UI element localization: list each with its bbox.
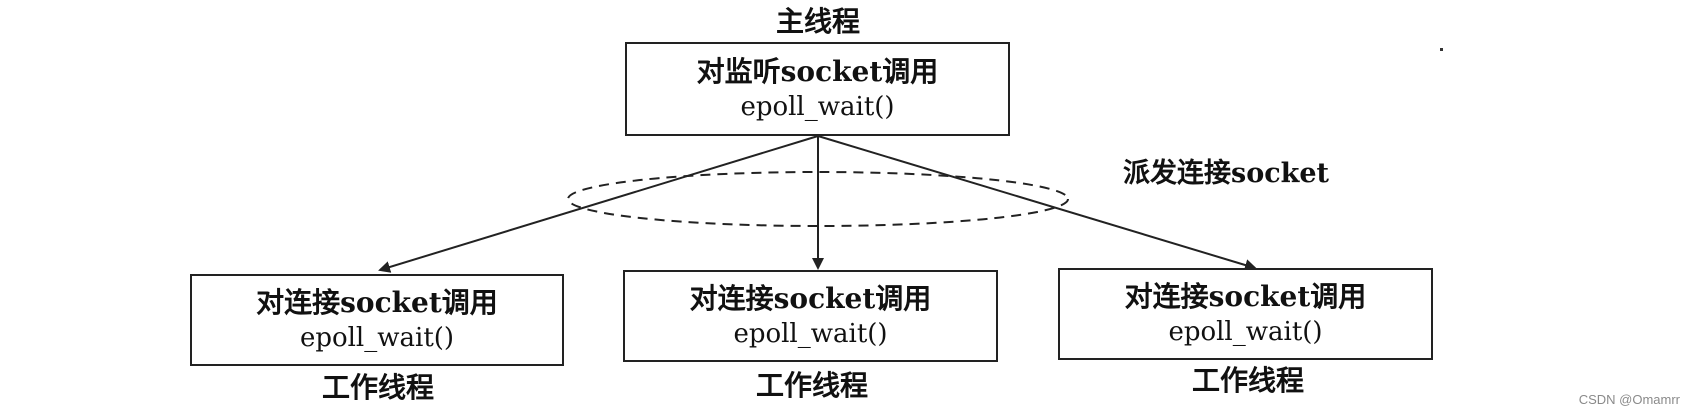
dispatch-label: 派发连接socket (1123, 158, 1330, 189)
worker-box-2: 对连接socket调用 epoll_wait() (623, 270, 998, 362)
main-thread-box: 对监听socket调用 epoll_wait() (625, 42, 1010, 136)
worker-3-line1: 对连接socket调用 (1124, 280, 1367, 313)
worker-3-caption: 工作线程 (1191, 364, 1304, 397)
arrow-to-worker-1 (378, 135, 819, 273)
dispatch-ellipse (567, 171, 1069, 227)
worker-2-line1: 对连接socket调用 (689, 282, 932, 315)
main-thread-line2: epoll_wait() (740, 92, 895, 122)
worker-1-caption: 工作线程 (321, 371, 434, 404)
main-thread-caption: 主线程 (775, 5, 860, 38)
worker-box-1: 对连接socket调用 epoll_wait() (190, 274, 564, 366)
arrow-to-worker-3 (817, 135, 1257, 271)
main-thread-line1: 对监听socket调用 (696, 55, 939, 88)
worker-3-line2: epoll_wait() (1168, 317, 1323, 347)
worker-1-line2: epoll_wait() (299, 323, 455, 353)
stray-dot (1440, 48, 1443, 51)
worker-1-line1: 对连接socket调用 (256, 286, 498, 319)
watermark-text: CSDN @Omamrr (1578, 392, 1680, 407)
worker-2-caption: 工作线程 (755, 369, 868, 402)
worker-box-3: 对连接socket调用 epoll_wait() (1058, 268, 1433, 360)
worker-2-line2: epoll_wait() (733, 319, 888, 349)
